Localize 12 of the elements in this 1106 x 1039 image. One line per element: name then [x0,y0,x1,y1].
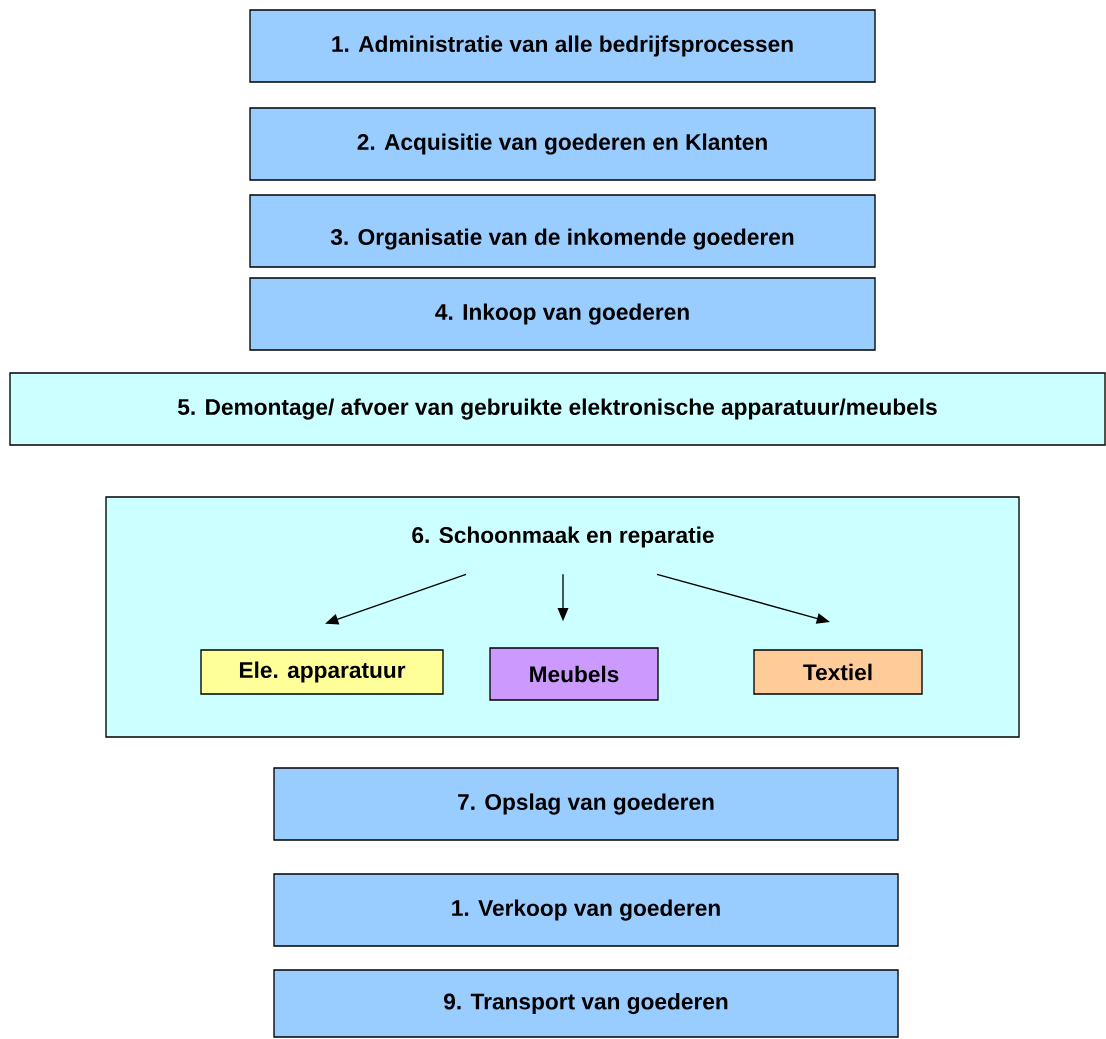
process-box: 1. Verkoop van goederen [273,873,899,947]
process-box: 5. Demontage/ afvoer van gebruikte elektronische apparatuur/meubels [9,372,1106,446]
process-box: 9. Transport van goederen [273,969,899,1038]
process-box: 4. Inkoop van goederen [249,277,876,351]
process-box: 3. Organisatie van de inkomende goederen [249,194,876,268]
process-box: Textiel [753,649,923,695]
heading-text: 6. Schoonmaak en reparatie [412,526,714,548]
process-box: Ele. apparatuur [200,649,444,695]
process-box: Meubels [489,647,659,701]
process-box: 7. Opslag van goederen [273,767,899,841]
process-box: 2. Acquisitie van goederen en Klanten [249,107,876,181]
process-box: 1. Administratie van alle bedrijfsprocessen [249,9,876,83]
